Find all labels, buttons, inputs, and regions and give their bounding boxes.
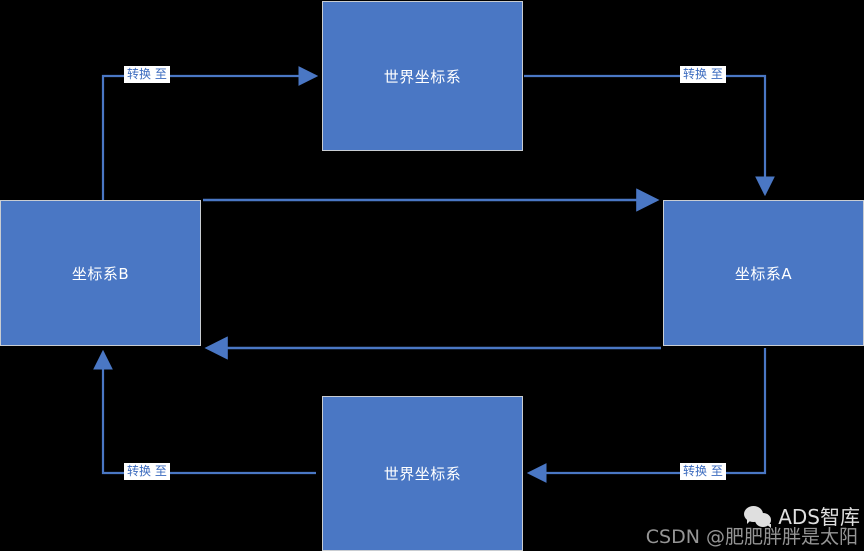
- edge-label-world-bottom-to-b: 转换 至: [124, 463, 170, 480]
- edge-world-top-to-a: [524, 74, 775, 197]
- edge-label-world-top-to-a: 转换 至: [680, 66, 726, 83]
- node-frame-b[interactable]: 坐标系B: [0, 200, 201, 346]
- edge-a-to-world-bottom: [526, 348, 767, 483]
- node-frame-a[interactable]: 坐标系A: [663, 200, 864, 346]
- node-frame-b-label: 坐标系B: [71, 264, 130, 283]
- edge-label-a-to-world-bottom: 转换 至: [680, 463, 726, 480]
- node-world-top-label: 世界坐标系: [383, 67, 462, 86]
- node-world-bottom-label: 世界坐标系: [383, 465, 462, 483]
- node-world-bottom[interactable]: 世界坐标系: [322, 396, 523, 551]
- node-world-top[interactable]: 世界坐标系: [322, 1, 523, 151]
- edge-b-to-world-top: [101, 66, 319, 200]
- edge-world-bottom-to-b: [93, 349, 316, 475]
- edge-label-b-to-world-top: 转换 至: [124, 66, 170, 83]
- node-frame-a-label: 坐标系A: [734, 264, 793, 283]
